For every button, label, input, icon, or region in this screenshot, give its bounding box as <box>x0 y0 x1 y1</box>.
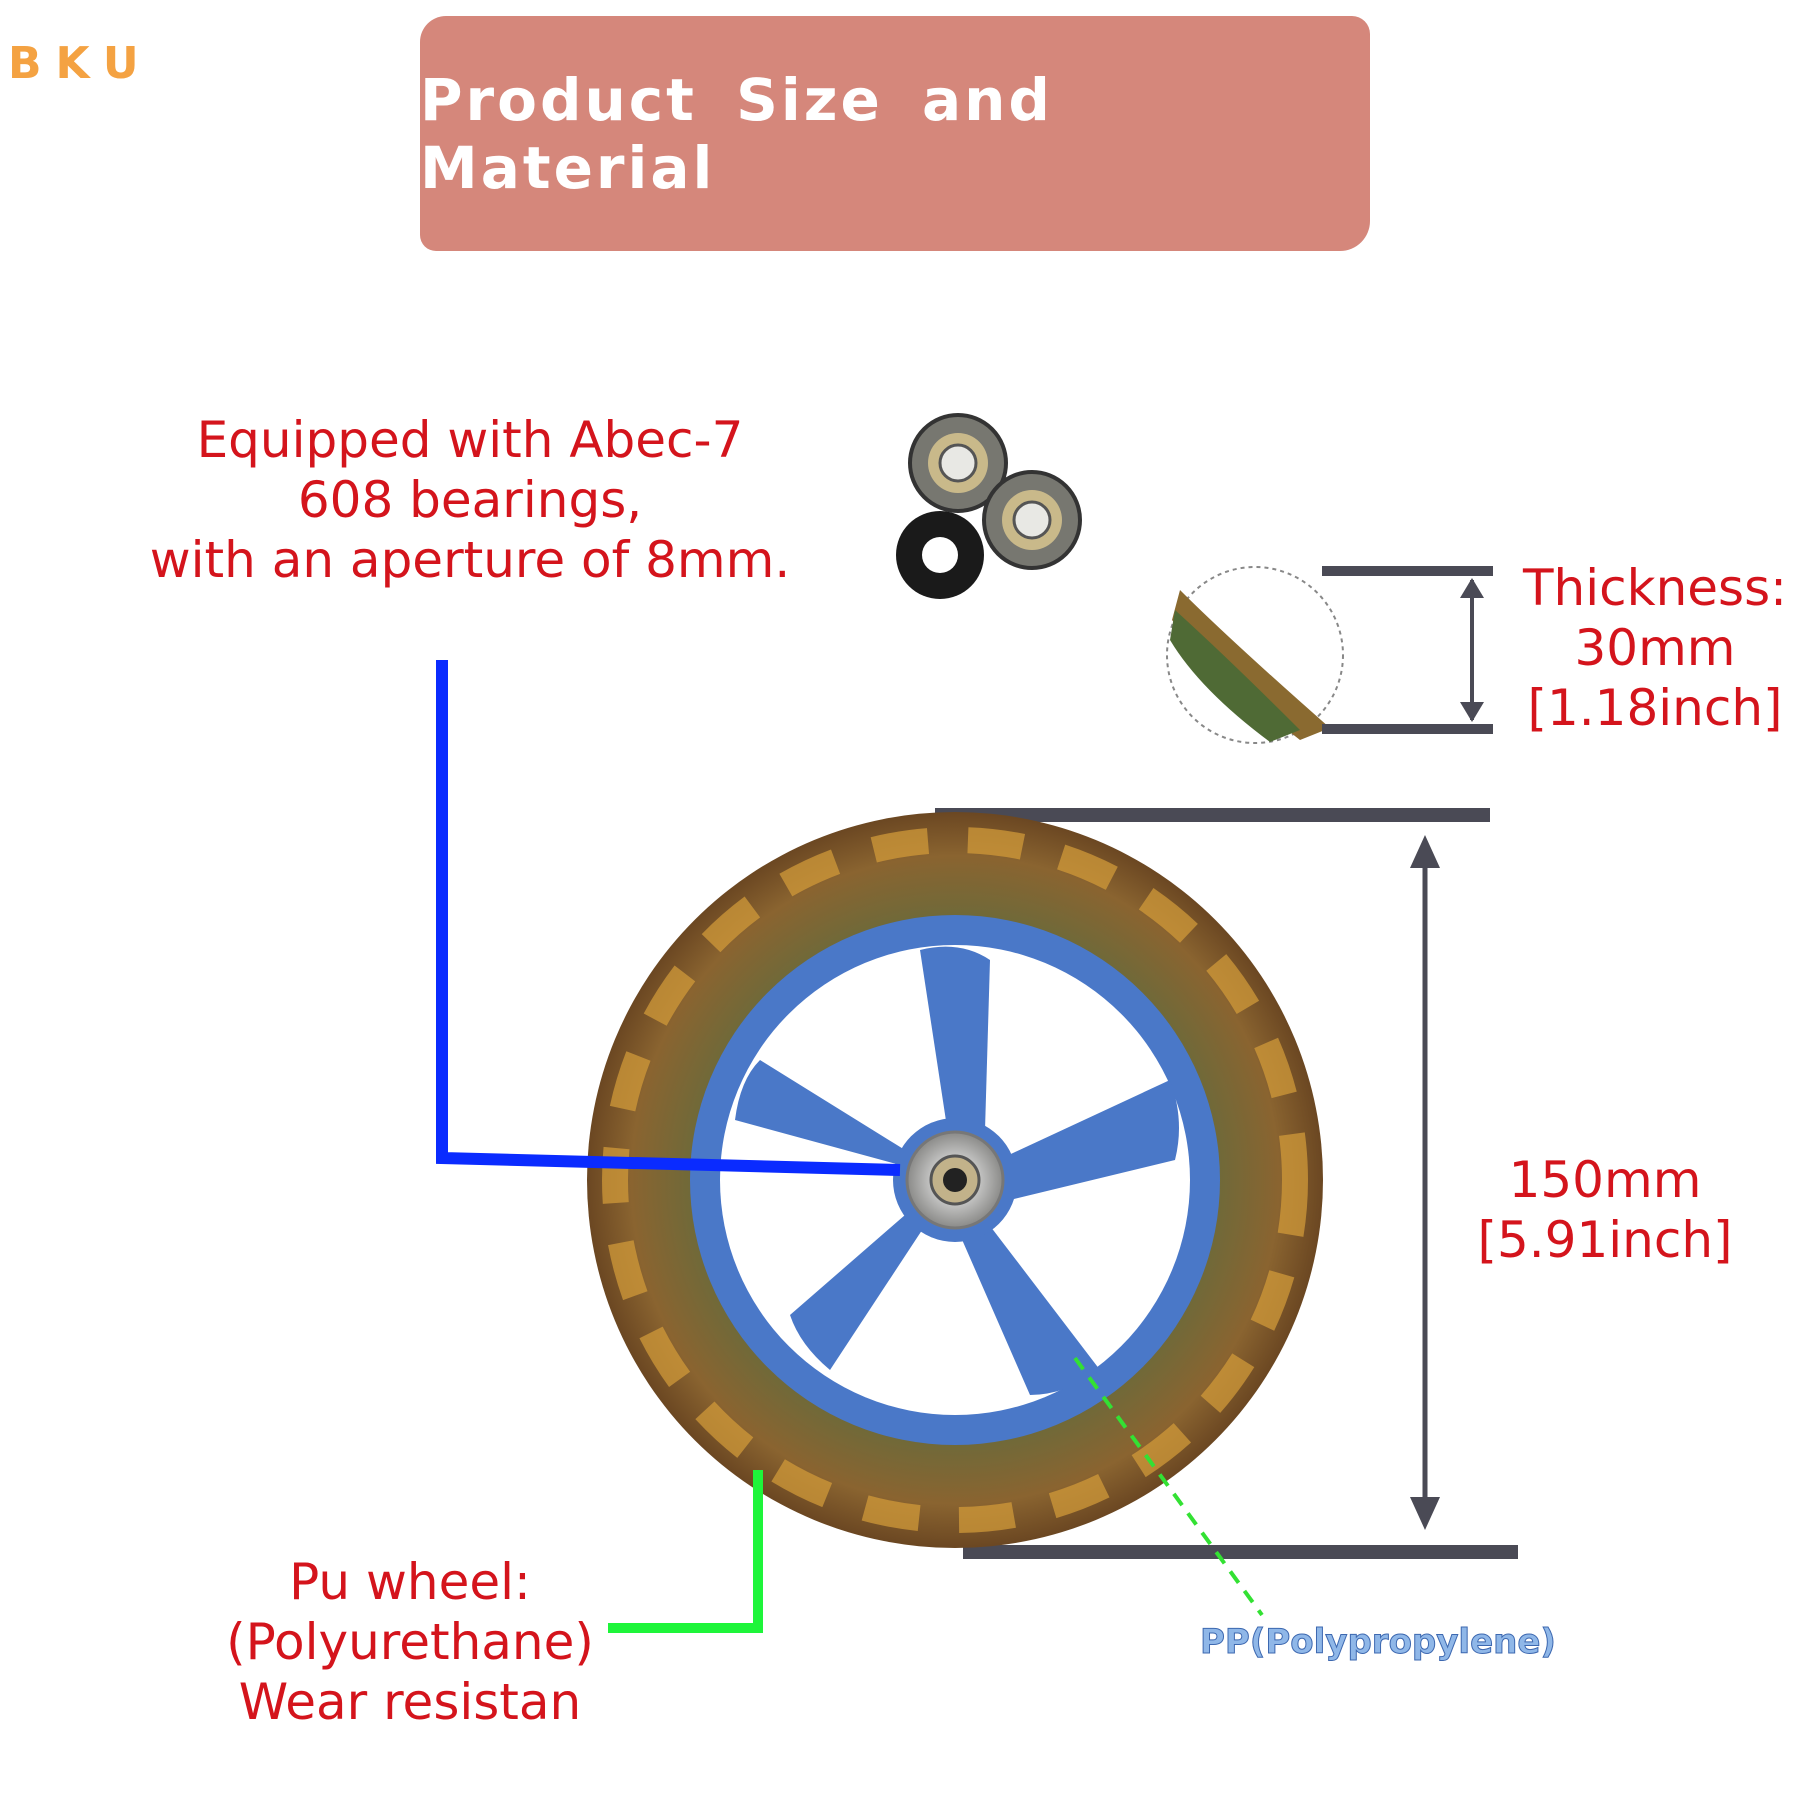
hub-material-callout: PP(Polypropylene) <box>1200 1622 1557 1663</box>
bearing-callout: Equipped with Abec-7 608 bearings, with … <box>120 410 820 590</box>
tire-callout-line-1: Pu wheel: <box>289 1553 531 1611</box>
diameter-callout-line-2: [5.91inch] <box>1477 1211 1733 1269</box>
hub-leader-line <box>1073 1356 1264 1617</box>
thickness-callout-line-3: [1.18inch] <box>1527 679 1783 737</box>
wheel-image <box>587 812 1323 1548</box>
thickness-callout-line-1: Thickness: <box>1523 559 1787 617</box>
spare-bearings-image <box>896 413 1082 599</box>
thickness-detail-image <box>1166 566 1344 744</box>
thickness-callout-line-2: 30mm <box>1574 619 1736 677</box>
bearing-leader-line <box>436 660 901 1176</box>
brand-logo: BKU <box>8 38 153 89</box>
tire-leader-line <box>608 1470 763 1633</box>
tire-callout-line-2: (Polyurethane) <box>226 1613 594 1671</box>
thickness-callout: Thickness: 30mm [1.18inch] <box>1510 558 1800 738</box>
page-title: Product Size and Material <box>420 65 1053 202</box>
bearing-callout-line-2: 608 bearings, <box>297 471 643 529</box>
diameter-callout: 150mm [5.91inch] <box>1455 1150 1755 1270</box>
thickness-dimension <box>1322 566 1493 734</box>
tire-callout-line-3: Wear resistan <box>238 1673 582 1731</box>
title-banner: Product Size and Material <box>420 16 1370 251</box>
diameter-dimension <box>935 808 1518 1559</box>
bearing-callout-line-1: Equipped with Abec-7 <box>196 411 744 469</box>
tire-material-callout: Pu wheel: (Polyurethane) Wear resistan <box>150 1552 670 1732</box>
bearing-callout-line-3: with an aperture of 8mm. <box>149 531 791 589</box>
diameter-callout-line-1: 150mm <box>1508 1151 1702 1209</box>
